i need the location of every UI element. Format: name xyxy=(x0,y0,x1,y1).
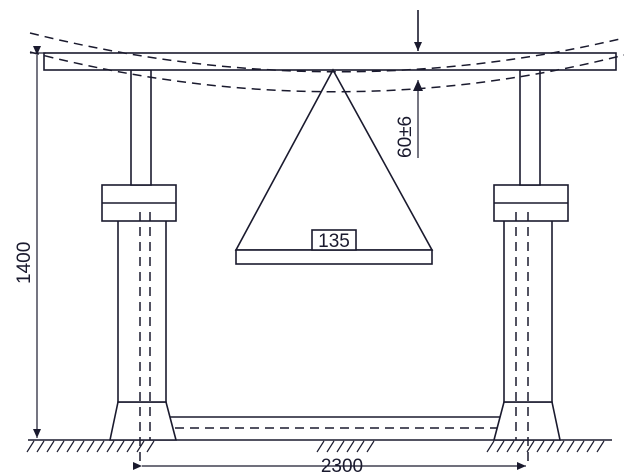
ground-hatch-mark xyxy=(586,440,595,453)
ground-hatch-mark xyxy=(56,440,65,453)
ground-hatch-mark xyxy=(546,440,555,453)
ground-hatch-mark xyxy=(506,440,515,453)
ground-hatch-mark xyxy=(316,440,325,453)
ground-hatch-mark xyxy=(76,440,85,453)
ground-hatch-mark xyxy=(356,440,365,453)
ground-hatch-mark xyxy=(526,440,535,453)
load-mass-box xyxy=(311,229,357,251)
ground-hatch-mark xyxy=(326,440,335,453)
ground-hatch-mark xyxy=(136,440,145,453)
ground-hatch-mark xyxy=(46,440,55,453)
ground-hatch-mark xyxy=(596,440,605,453)
ground-hatch-mark xyxy=(516,440,525,453)
ground-hatch-mark xyxy=(26,440,35,453)
load-mass-label: 135 xyxy=(318,231,350,252)
ground-hatch-mark xyxy=(116,440,125,453)
ground-hatch-mark xyxy=(96,440,105,453)
deflected-beam-outline xyxy=(29,32,624,93)
ground-hatch-mark xyxy=(366,440,375,453)
ground xyxy=(26,439,612,453)
ground-hatch-mark xyxy=(536,440,545,453)
ground-hatch-mark xyxy=(106,440,115,453)
deflection-dimension: 60±6 xyxy=(395,80,423,158)
ground-hatch-mark xyxy=(566,440,575,453)
span-label: 2300 xyxy=(321,456,363,474)
ground-hatch-mark xyxy=(146,440,155,453)
ground-hatch-mark xyxy=(556,440,565,453)
ground-hatch-mark xyxy=(346,440,355,453)
span-dimension: 2300 xyxy=(133,456,526,474)
load-frame: 135 xyxy=(234,68,434,265)
height-dimension: 1400 xyxy=(14,46,46,438)
ground-hatch-mark xyxy=(66,440,75,453)
ground-hatch-mark xyxy=(86,440,95,453)
ground-hatch-mark xyxy=(576,440,585,453)
right-support-column xyxy=(492,69,569,466)
ground-hatch-mark xyxy=(36,440,45,453)
ground-hatch-mark xyxy=(486,440,495,453)
test-beam xyxy=(43,52,617,71)
deflection-arrowhead xyxy=(413,80,423,91)
bottom-tie-beam xyxy=(160,416,510,429)
height-label: 1400 xyxy=(14,242,35,284)
ground-hatch-mark xyxy=(336,440,345,453)
deflection-label: 60±6 xyxy=(395,116,416,158)
ground-hatch-mark xyxy=(126,440,135,453)
ground-hatch-mark xyxy=(496,440,505,453)
left-support-column xyxy=(101,69,178,466)
